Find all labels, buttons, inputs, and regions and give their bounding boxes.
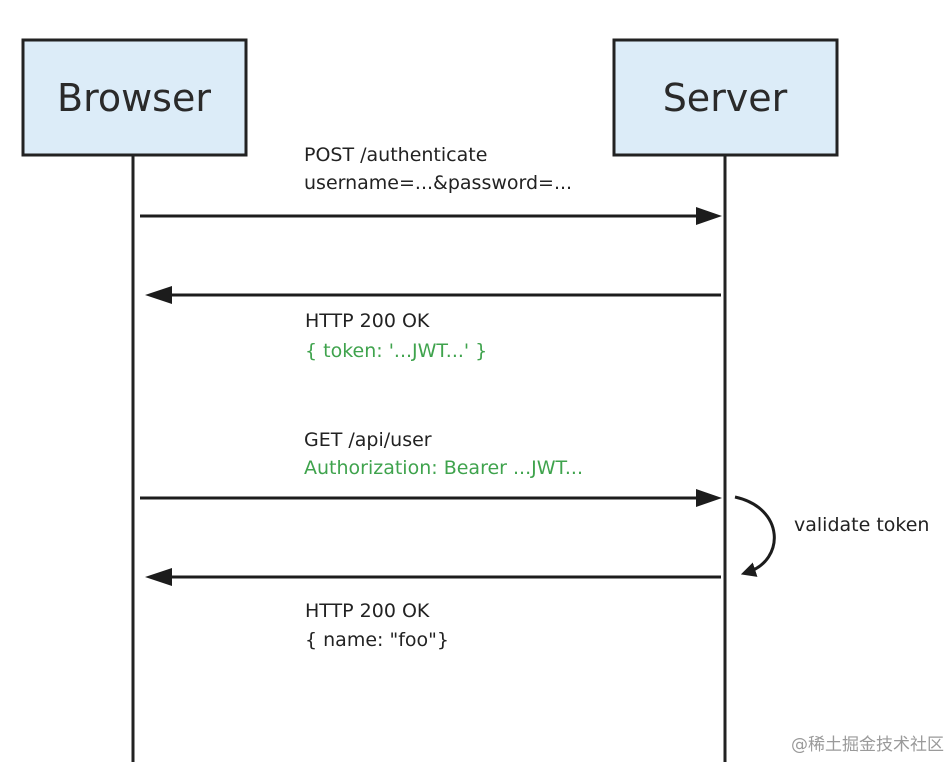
server-actor-label: Server — [663, 76, 788, 120]
arrow-head-left — [145, 286, 172, 304]
message-label: POST /authenticate — [304, 144, 487, 166]
browser-actor: Browser — [21, 38, 248, 157]
self-loop-arrow — [734, 495, 776, 577]
message-user-response: HTTP 200 OK { name: "foo"} — [145, 568, 721, 651]
browser-actor-box — [21, 38, 248, 157]
message-payload: { token: '...JWT...' } — [305, 340, 487, 362]
message-payload: { name: "foo"} — [305, 629, 449, 651]
message-label: HTTP 200 OK — [305, 600, 430, 622]
validate-token-step: validate token — [734, 495, 929, 577]
message-label: HTTP 200 OK — [305, 310, 430, 332]
validate-token-label: validate token — [794, 514, 929, 536]
server-actor-box — [612, 38, 839, 157]
message-authenticate-response: HTTP 200 OK { token: '...JWT...' } — [145, 286, 721, 362]
arrow-head-left — [145, 568, 172, 586]
message-authenticate-request: POST /authenticate username=...&password… — [140, 144, 722, 225]
message-payload: Authorization: Bearer ...JWT... — [304, 457, 583, 479]
message-payload: username=...&password=... — [304, 172, 572, 194]
arrow-head-right — [696, 489, 722, 507]
message-user-request: GET /api/user Authorization: Bearer ...J… — [140, 429, 722, 507]
message-label: GET /api/user — [304, 429, 432, 451]
server-actor: Server — [612, 38, 839, 157]
browser-actor-label: Browser — [57, 76, 211, 120]
watermark: @稀土掘金技术社区 — [791, 735, 944, 755]
arrow-head-right — [696, 207, 722, 225]
